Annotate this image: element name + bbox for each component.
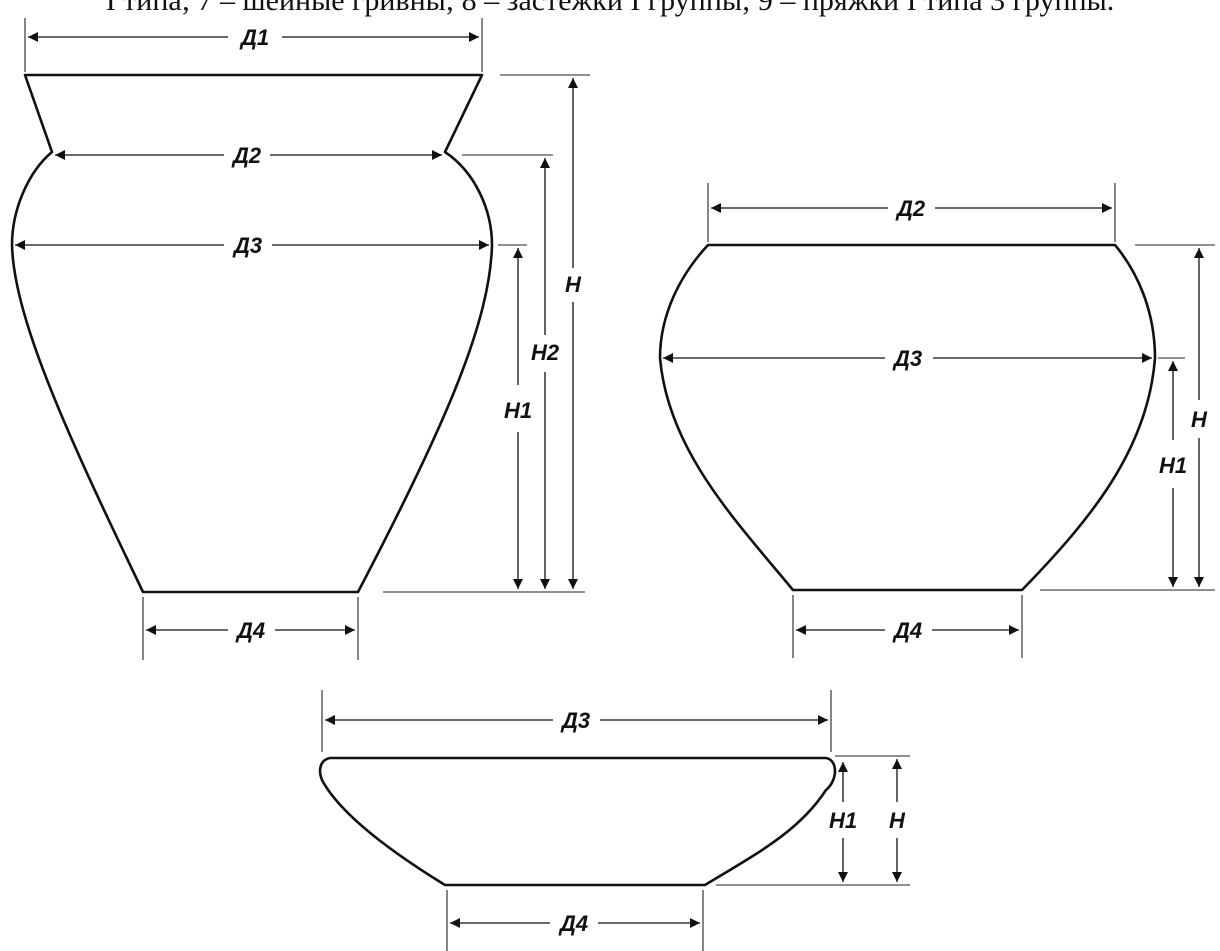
pot-label-d4: Д4 bbox=[892, 618, 922, 643]
label-h1: H1 bbox=[504, 398, 532, 423]
bowl-label-h1: H1 bbox=[829, 808, 857, 833]
pot-label-h1: H1 bbox=[1159, 453, 1187, 478]
vessel-bowl-outline bbox=[318, 756, 837, 887]
label-d2: Д2 bbox=[231, 143, 262, 168]
label-d1: Д1 bbox=[239, 25, 269, 50]
pot-label-d3: Д3 bbox=[892, 346, 922, 371]
bowl-label-d3: Д3 bbox=[560, 708, 590, 733]
pot-label-d2: Д2 bbox=[895, 196, 926, 221]
label-d3: Д3 bbox=[232, 233, 262, 258]
label-h2: H2 bbox=[531, 340, 560, 365]
figure-caption: I типа; 7 – шейные гривны; 8 – застежки … bbox=[105, 0, 1115, 17]
vessel-pot: Д2 Д3 Д4 H1 H bbox=[658, 183, 1215, 658]
vessel-tall-outline bbox=[10, 73, 494, 594]
label-h: H bbox=[565, 272, 582, 297]
bowl-label-h: H bbox=[889, 808, 906, 833]
bowl-label-d4: Д4 bbox=[558, 911, 588, 936]
label-d4: Д4 bbox=[235, 618, 265, 643]
vessel-pot-outline bbox=[658, 243, 1157, 592]
vessel-tall: Д1 Д2 Д3 Д4 H1 H2 H bbox=[10, 18, 590, 660]
vessel-bowl: Д3 Д4 H1 H bbox=[318, 690, 910, 951]
pot-label-h: H bbox=[1191, 407, 1208, 432]
